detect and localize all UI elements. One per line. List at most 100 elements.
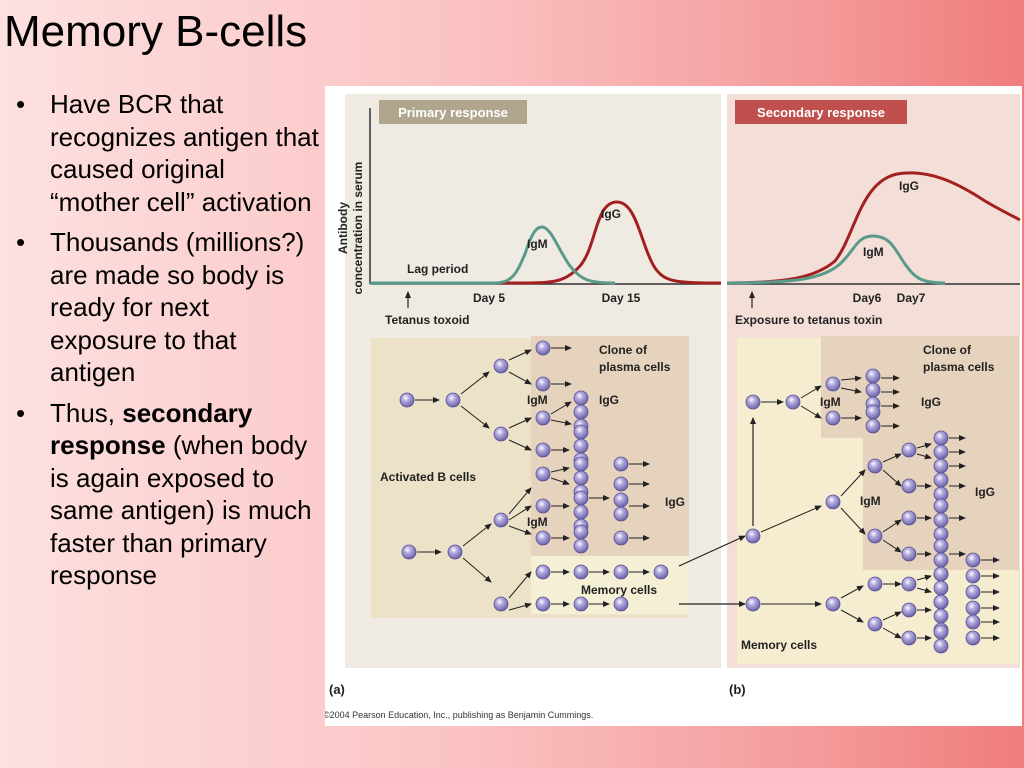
b-cell	[825, 410, 841, 426]
b-cell	[965, 584, 981, 600]
b-cell	[535, 596, 551, 612]
b-cell	[965, 552, 981, 568]
b-cell	[933, 498, 949, 514]
cell-arrow	[882, 453, 902, 463]
cell-arrow	[508, 417, 532, 429]
immune-response-figure: Primary response Secondary response Anti…	[325, 86, 1022, 726]
b-cell	[933, 608, 949, 624]
b-cell	[901, 442, 917, 458]
b-cell	[965, 568, 981, 584]
b-cell	[535, 340, 551, 356]
tick-day5: Day 5	[473, 291, 505, 305]
primary-header	[379, 100, 527, 124]
secondary-igg-curve	[726, 171, 1021, 285]
b-cell	[573, 596, 589, 612]
b-cell	[901, 478, 917, 494]
cell-arrow	[460, 405, 490, 429]
cell-arrow	[462, 523, 492, 547]
b-cell	[493, 426, 509, 442]
secondary-igm-curve	[726, 234, 946, 285]
cell-arrow	[800, 385, 822, 399]
b-cell	[933, 552, 949, 568]
b-cell	[867, 616, 883, 632]
cell-arrow	[916, 587, 932, 594]
slide-title: Memory B-cells	[4, 7, 308, 56]
cell-arrow	[800, 405, 822, 419]
primary-clone-box	[531, 336, 689, 556]
bullet-text: Have BCR that recognizes antigen that ca…	[50, 89, 319, 217]
b-cell	[573, 504, 589, 520]
b-cell	[535, 442, 551, 458]
primary-igm-cells-label: IgM	[527, 393, 548, 407]
cell-arrow	[840, 585, 864, 599]
primary-igm-cells-label-2: IgM	[527, 515, 548, 529]
b-cell	[401, 544, 417, 560]
lag-period-label: Lag period	[407, 262, 468, 276]
cell-arrow	[840, 507, 866, 535]
primary-clone-label-2: plasma cells	[599, 360, 671, 374]
cell-arrow	[550, 401, 572, 415]
bullet-bold-text: secondary response	[50, 397, 253, 461]
b-cell	[933, 594, 949, 610]
primary-igg-cells-label-2: IgG	[665, 495, 685, 509]
b-cell	[573, 390, 589, 406]
bullet-text: Thousands (millions?) are made so body i…	[50, 227, 305, 387]
bullet-glyph: •	[16, 89, 26, 119]
panel-letter-a: (a)	[329, 682, 345, 697]
b-cell	[901, 510, 917, 526]
cell-arrow	[840, 387, 862, 394]
cell-arrow	[462, 557, 492, 583]
b-cell	[535, 498, 551, 514]
copyright-text: ©2004 Pearson Education, Inc., publishin…	[325, 710, 593, 720]
b-cell	[867, 528, 883, 544]
cell-arrow	[882, 539, 902, 553]
bullet-text: (when body is again exposed to same anti…	[50, 430, 312, 590]
primary-igm-curve	[370, 225, 616, 285]
b-cell	[573, 490, 589, 506]
tick-day15: Day 15	[602, 291, 641, 305]
cell-arrow	[508, 602, 532, 611]
b-cell	[493, 596, 509, 612]
secondary-memory-label: Memory cells	[741, 638, 817, 652]
b-cell	[535, 410, 551, 426]
secondary-clone-label-2: plasma cells	[923, 360, 995, 374]
b-cell	[933, 624, 949, 640]
primary-igg-curve	[370, 200, 722, 285]
b-cell	[901, 602, 917, 618]
primary-header-label: Primary response	[398, 105, 508, 120]
b-cell	[399, 392, 415, 408]
bullet-item: •Thus, secondary response (when body is …	[14, 397, 319, 592]
b-cell	[613, 564, 629, 580]
b-cell	[865, 404, 881, 420]
secondary-igm-cells-label: IgM	[820, 395, 841, 409]
b-cell	[901, 630, 917, 646]
b-cell	[867, 458, 883, 474]
tetanus-toxin-label: Exposure to tetanus toxin	[735, 313, 882, 327]
secondary-igm-cells-label-2: IgM	[860, 494, 881, 508]
secondary-clone-box-top	[821, 336, 1019, 438]
b-cell	[933, 444, 949, 460]
b-cell	[933, 430, 949, 446]
bullet-list: • Have BCR that recognizes antigen that c…	[14, 88, 319, 600]
b-cell	[535, 376, 551, 392]
b-cell	[613, 530, 629, 546]
cell-arrow	[508, 349, 532, 361]
cell-arrow	[550, 466, 570, 473]
b-cell	[965, 600, 981, 616]
secondary-igg-cells-label: IgG	[921, 395, 941, 409]
b-cell	[865, 368, 881, 384]
cell-arrow	[840, 609, 864, 623]
b-cell	[867, 576, 883, 592]
activated-b-cells-label: Activated B cells	[380, 470, 476, 484]
secondary-igg-label: IgG	[899, 179, 919, 193]
b-cell	[745, 596, 761, 612]
secondary-header-label: Secondary response	[757, 105, 885, 120]
b-cell	[573, 524, 589, 540]
b-cell	[825, 596, 841, 612]
b-cell	[535, 530, 551, 546]
memory-to-secondary-arrow-1	[678, 535, 746, 567]
cell-arrow	[760, 505, 822, 533]
cell-arrow	[508, 371, 532, 385]
secondary-clone-label-1: Clone of	[923, 343, 972, 357]
b-cell	[573, 456, 589, 472]
